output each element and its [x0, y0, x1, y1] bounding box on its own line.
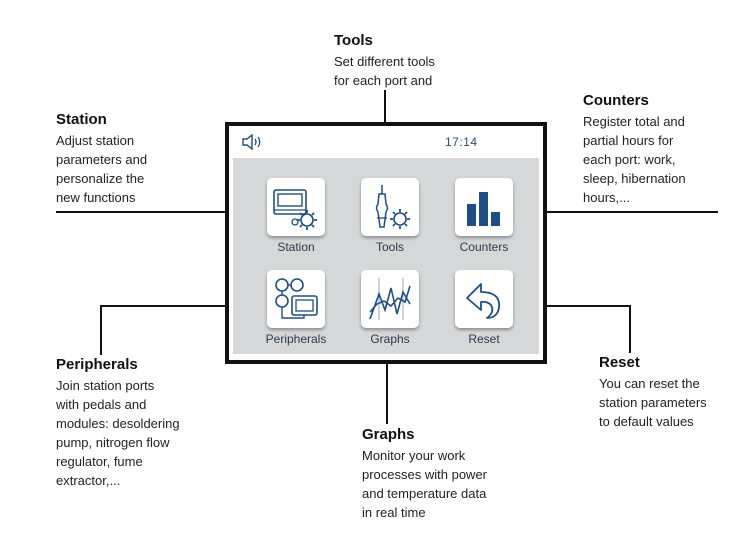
- counters-label: Counters: [459, 240, 509, 254]
- callout-description: You can reset the station parameters to …: [599, 376, 707, 429]
- callout-title: Counters: [583, 92, 649, 109]
- callout-counters: Counters Register total and partial hour…: [583, 92, 686, 207]
- callout-peripherals: Peripherals Join station ports with peda…: [56, 356, 180, 490]
- callout-description: Join station ports with pedals and modul…: [56, 378, 180, 488]
- station-label: Station: [277, 240, 315, 254]
- reset-button[interactable]: [455, 270, 513, 328]
- callout-station: Station Adjust station parameters and pe…: [56, 111, 147, 207]
- tools-button[interactable]: [361, 178, 419, 236]
- tools-label: Tools: [375, 240, 404, 254]
- graphs-button[interactable]: [361, 270, 419, 328]
- leader-line-station: [56, 211, 264, 213]
- tools-icon: [375, 185, 410, 229]
- clock-time: 17:14: [445, 135, 478, 149]
- callout-title: Reset: [599, 354, 640, 371]
- callout-graphs: Graphs Monitor your work processes with …: [362, 426, 487, 522]
- leader-line-counters: [518, 211, 718, 213]
- device-display: 17:14 Station Tools: [225, 122, 547, 364]
- callout-description: Register total and partial hours for eac…: [583, 114, 686, 205]
- callout-title: Peripherals: [56, 356, 138, 373]
- counters-icon: [467, 192, 500, 226]
- callout-reset: Reset You can reset the station paramete…: [599, 354, 707, 431]
- station-icon: [273, 189, 317, 230]
- station-button[interactable]: [267, 178, 325, 236]
- leader-line-peripherals-h: [100, 305, 264, 307]
- peripherals-icon: [275, 278, 318, 319]
- leader-line-reset-v: [629, 305, 631, 353]
- callout-title: Station: [56, 111, 107, 128]
- leader-line-graphs: [386, 360, 388, 424]
- speaker-icon[interactable]: [241, 134, 265, 150]
- peripherals-button[interactable]: [267, 270, 325, 328]
- reset-label: Reset: [468, 332, 500, 346]
- status-bar: 17:14: [229, 126, 543, 156]
- reset-icon: [466, 283, 501, 319]
- callout-title: Tools: [334, 32, 373, 49]
- leader-line-peripherals-v: [100, 305, 102, 355]
- callout-description: Adjust station parameters and personaliz…: [56, 133, 148, 205]
- menu-screen: Station Tools Counters: [233, 158, 539, 354]
- graphs-icon: [369, 278, 411, 320]
- peripherals-label: Peripherals: [265, 332, 327, 346]
- callout-tools: Tools Set different tools for each port …: [334, 32, 435, 90]
- callout-description: Set different tools for each port and: [334, 54, 435, 88]
- graphs-label: Graphs: [370, 332, 410, 346]
- callout-description: Monitor your work processes with power a…: [362, 448, 487, 520]
- counters-button[interactable]: [455, 178, 513, 236]
- callout-title: Graphs: [362, 426, 415, 443]
- leader-line-reset-h: [514, 305, 630, 307]
